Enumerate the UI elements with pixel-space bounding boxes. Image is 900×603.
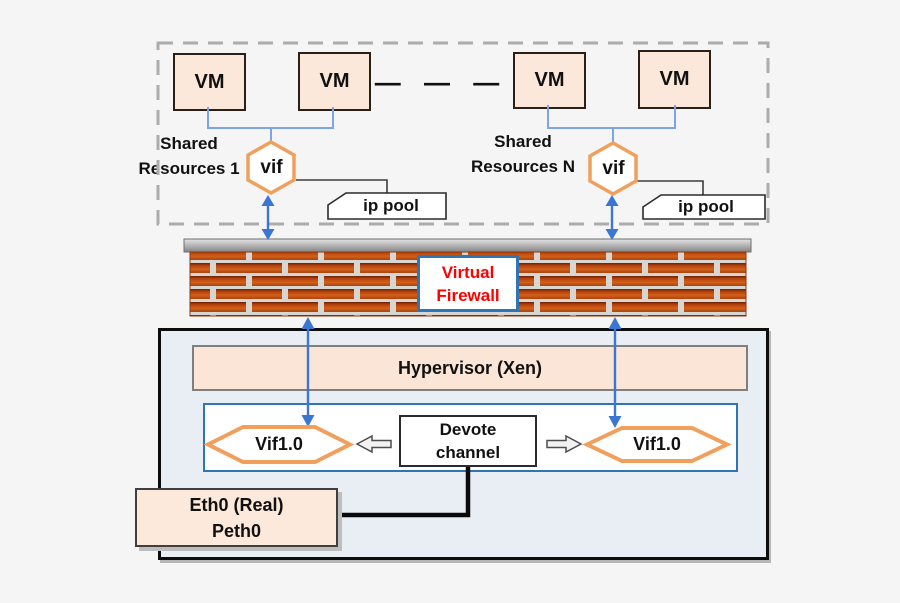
vm-box: VM [173,53,246,111]
eth0-line1: Eth0 (Real) [189,494,284,515]
firewall-wall-cap [183,238,752,253]
vm-box: VM [638,50,711,109]
devote-channel-line2: channel [435,443,501,462]
vif10-label-right: Vif1.0 [633,434,681,454]
vm-box: VM [513,52,586,109]
vif-firewall-arrow-right [605,195,619,240]
ippool-label-right: ip pool [678,197,734,216]
vif-label-right: vif [602,158,625,179]
vif-label-left: vif [260,157,283,178]
vm-box: VM [298,52,371,111]
shared-resources-label-left: Shared Resources 1 [131,131,247,181]
vm-ellipsis: — — — [374,66,508,97]
vif-firewall-arrow-left [261,195,275,240]
virtual-firewall-line2: Firewall [436,285,500,305]
virtual-firewall-label: Virtual Firewall [417,255,519,312]
eth0-box: Eth0 (Real) Peth0 [135,488,338,547]
ippool-label-left: ip pool [363,196,419,215]
virtual-firewall-line1: Virtual [441,262,495,282]
vif10-label-left: Vif1.0 [255,434,303,454]
shared-resources-line2: Resources N [471,157,575,176]
devote-channel-box: Devote channel [399,415,537,467]
eth0-line2: Peth0 [211,520,262,541]
shared-resources-line1: Shared [160,134,218,153]
shared-resources-line2: Resources 1 [138,159,240,178]
vif-to-ippool-connector-left [296,179,388,193]
vif-to-ippool-connector-right [637,180,704,195]
hypervisor-title-bar: Hypervisor (Xen) [192,345,748,391]
shared-resources-label-right: Shared Resources N [461,129,585,179]
shared-resources-line1: Shared [494,132,552,151]
devote-channel-line1: Devote [439,420,497,439]
